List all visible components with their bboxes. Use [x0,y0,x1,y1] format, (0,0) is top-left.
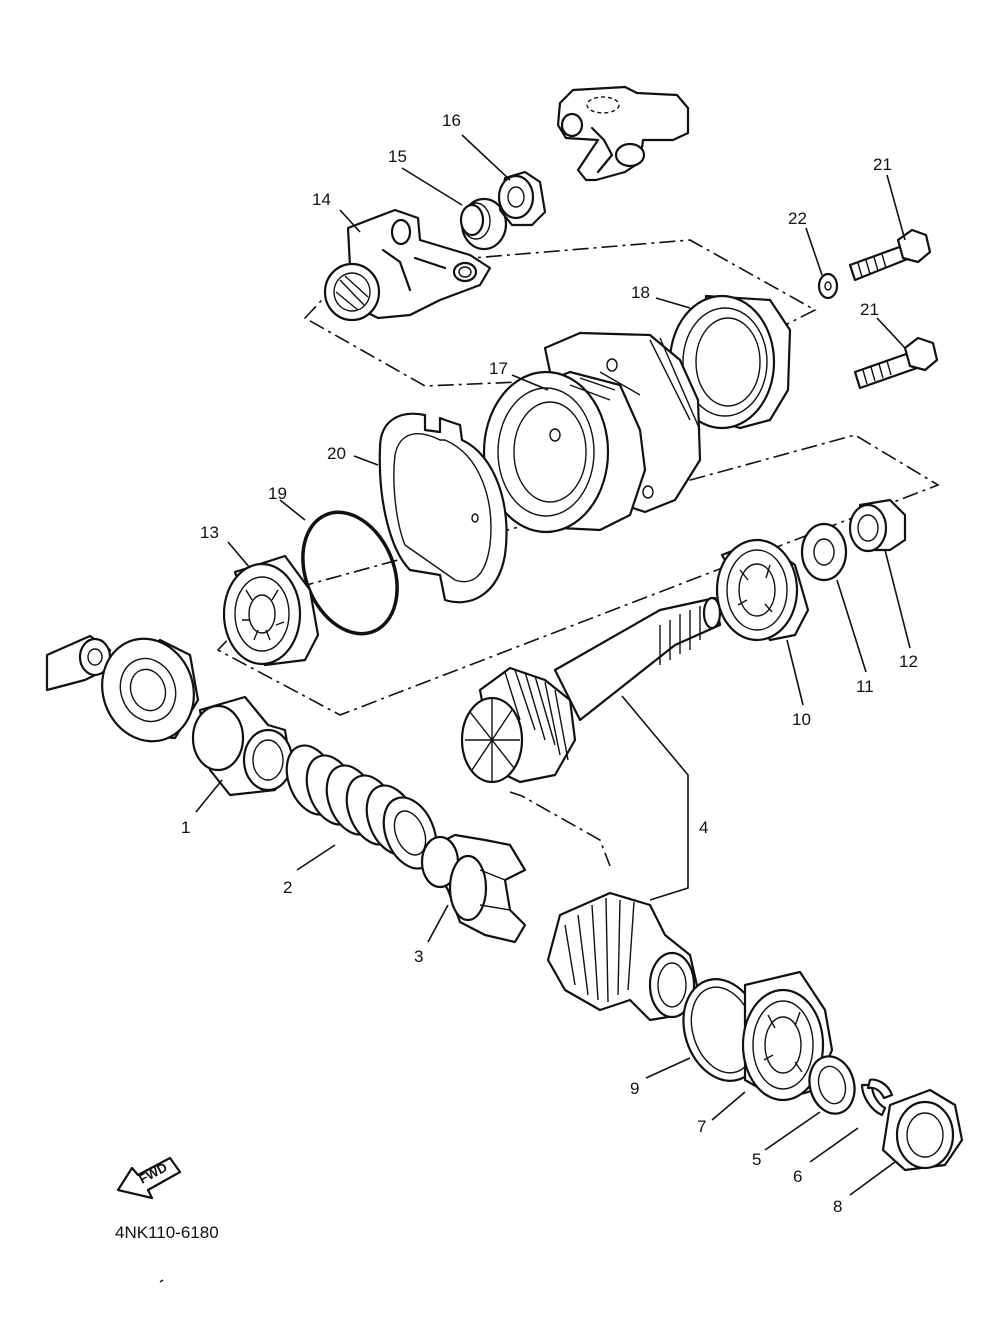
callout-1: 1 [181,818,190,837]
callout-15: 15 [388,147,407,166]
part-21-bolt-upper [848,228,932,282]
part-5-washer [808,1055,856,1115]
part-11-washer [800,522,848,582]
callout-7: 7 [697,1117,706,1136]
part-8-nut [881,1088,964,1172]
callout-21-lower: 21 [860,300,879,319]
ring-gear [546,891,700,1022]
callout-labels: 1 2 3 4 5 6 7 8 9 10 11 12 13 14 15 16 1… [181,111,918,1216]
callout-9: 9 [630,1079,639,1098]
part-17-housing [482,331,702,534]
part-2-spring [285,744,438,870]
callout-20: 20 [327,444,346,463]
part-10-bearing [715,538,810,642]
part-18-cover [668,294,792,430]
callout-19: 19 [268,484,287,503]
callout-16: 16 [442,111,461,130]
part-21-bolt-lower [853,336,939,390]
part-22-washer [817,272,839,300]
part-14-yoke [323,208,492,322]
callout-4: 4 [699,818,708,837]
part-15-washer [459,197,508,251]
leader-lines [195,134,911,1196]
callout-10: 10 [792,710,811,729]
part-4-pinion-shaft [460,596,722,784]
fwd-arrow-icon: FWD [116,1156,182,1200]
part-7-bearing [741,970,834,1102]
callout-11: 11 [856,677,874,696]
callout-13: 13 [200,523,219,542]
callout-3: 3 [414,947,423,966]
callout-6: 6 [793,1167,802,1186]
callout-14: 14 [312,190,331,209]
callout-2: 2 [283,878,292,897]
universal-joint [556,85,690,182]
part-16-nut [497,170,547,227]
callout-8: 8 [833,1197,842,1216]
part-6-lock-washer [860,1078,894,1117]
callout-22: 22 [788,209,807,228]
part-code: 4NK110-6180 [115,1223,219,1242]
left-shaft [45,634,112,692]
callout-17: 17 [489,359,508,378]
left-bearing [101,637,200,743]
callout-18: 18 [631,283,650,302]
part-1-collar [191,695,294,797]
callout-21-upper: 21 [873,155,892,174]
part-12-nut [848,498,907,553]
part-20-lock-plate [378,412,508,604]
callout-12: 12 [899,652,918,671]
callout-5: 5 [752,1150,761,1169]
part-13-bearing [222,554,320,667]
part-3-cam [420,833,527,944]
